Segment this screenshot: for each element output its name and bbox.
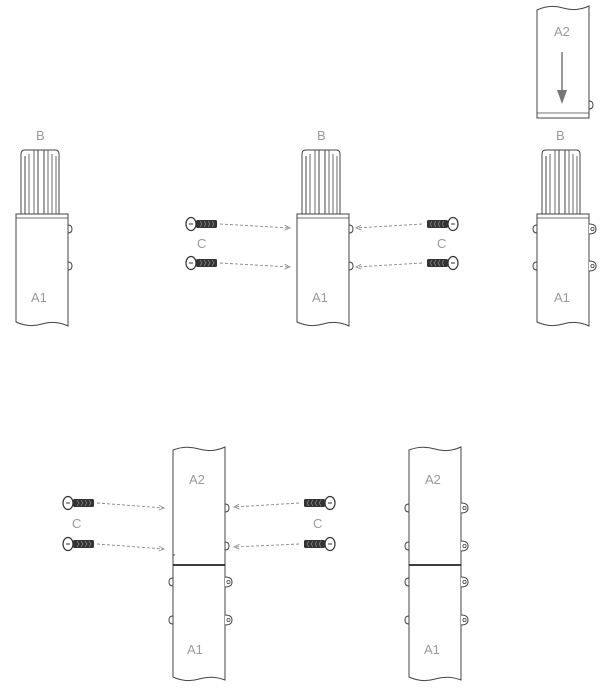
label-b: B: [36, 128, 45, 143]
step-3: A2 B A1: [532, 5, 597, 327]
step-4: A2 A1 C C: [62, 446, 336, 682]
label-a1: A1: [424, 642, 440, 657]
label-b: B: [556, 128, 565, 143]
step-2: B A1 C C: [185, 128, 459, 327]
label-a2: A2: [554, 24, 570, 39]
label-b: B: [317, 128, 326, 143]
label-c: C: [313, 516, 322, 531]
label-a2: A2: [425, 472, 441, 487]
step-1: B A1: [15, 128, 73, 327]
label-a2: A2: [189, 472, 205, 487]
label-a1: A1: [554, 290, 570, 305]
step-5: A2 A1: [404, 446, 469, 682]
label-c: C: [197, 236, 206, 251]
label-c: C: [437, 236, 446, 251]
label-a1: A1: [31, 290, 47, 305]
label-a1: A1: [312, 290, 328, 305]
label-c: C: [72, 516, 81, 531]
label-a1: A1: [187, 642, 203, 657]
